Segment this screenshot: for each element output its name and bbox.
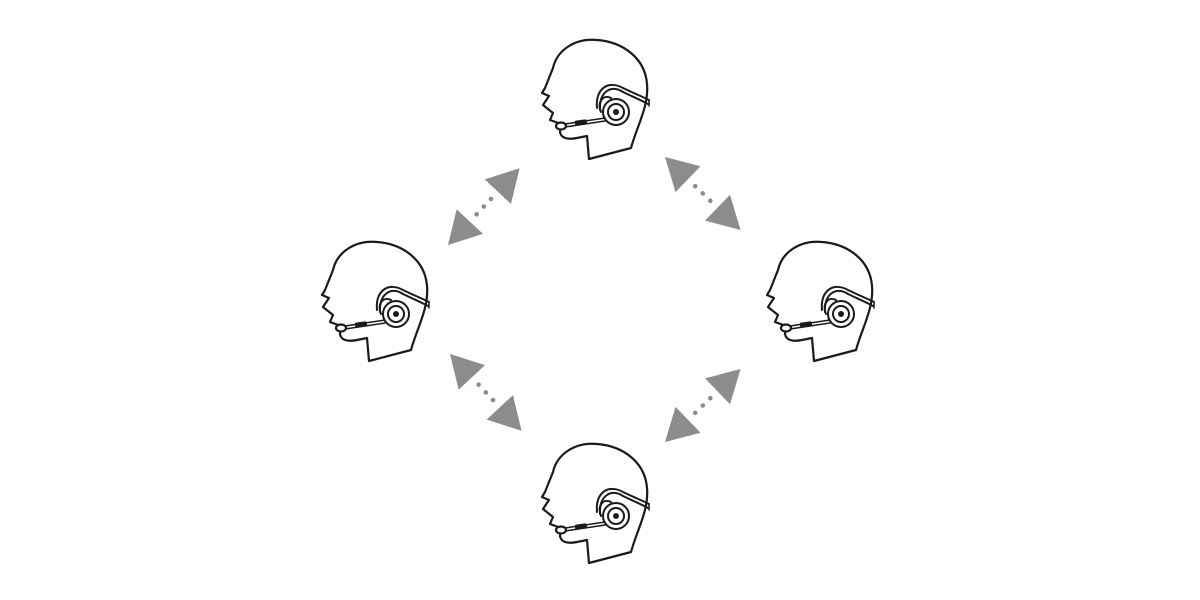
- bidirectional-dotted-arrow-icon: [434, 155, 533, 258]
- headset-person-icon: [540, 38, 651, 161]
- headset-person-icon: [765, 240, 876, 363]
- bidirectional-dotted-arrow-icon: [652, 356, 754, 455]
- bidirectional-dotted-arrow-icon: [652, 144, 754, 243]
- headset-user-bottom: [540, 442, 651, 565]
- headset-user-left: [320, 240, 431, 363]
- link-top-right: [652, 144, 754, 243]
- link-right-bottom: [652, 356, 754, 455]
- link-left-bottom: [436, 341, 535, 444]
- link-top-left: [434, 155, 533, 258]
- bidirectional-dotted-arrow-icon: [436, 341, 535, 444]
- headset-person-icon: [540, 442, 651, 565]
- headset-user-right: [765, 240, 876, 363]
- headset-user-top: [540, 38, 651, 161]
- headset-person-icon: [320, 240, 431, 363]
